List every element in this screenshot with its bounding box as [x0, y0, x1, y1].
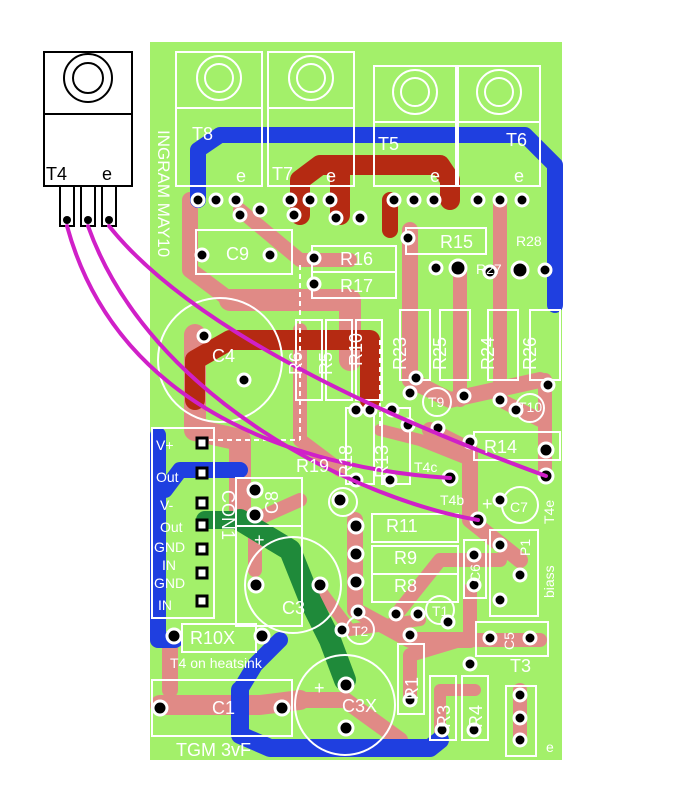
label-r16: R16	[340, 249, 373, 269]
label-r28: R28	[516, 233, 542, 249]
label-r10: R10	[346, 333, 366, 366]
t4-emitter-label: e	[102, 164, 112, 184]
label-c4: C4	[212, 346, 235, 366]
label-r1: R1	[402, 677, 422, 700]
label-e-t5: e	[430, 166, 440, 186]
label-r17: R17	[340, 276, 373, 296]
label-r19: R19	[296, 456, 329, 476]
label-c3: C3	[282, 598, 305, 618]
con-pin-7: GND	[154, 575, 185, 591]
con-pin-2: Out	[156, 469, 179, 485]
label-c7-plus: +	[482, 494, 493, 514]
label-t3: T3	[510, 656, 531, 676]
transistor-t4: T4 e	[43, 51, 133, 227]
label-c3x-plus: +	[314, 678, 325, 698]
t4-label: T4	[46, 164, 67, 184]
pads	[151, 192, 556, 748]
con-pin-1: V+	[156, 437, 174, 453]
heatsink-note: T4 on heatsink	[170, 655, 263, 671]
label-t4c: T4c	[414, 459, 437, 475]
con-pin-5: GND	[154, 539, 185, 555]
label-r9: R9	[394, 548, 417, 568]
board-title-vertical: INGRAM MAY10	[154, 130, 173, 257]
labels: T8 T7 T5 T6 e e e e INGRAM MAY10 C9 R16 …	[154, 124, 557, 760]
label-c7: C7	[510, 499, 528, 515]
label-r18: R18	[336, 445, 356, 478]
label-t4e: T4e	[541, 500, 557, 524]
con-pin-3: V-	[160, 497, 174, 513]
label-e-t8: e	[236, 166, 246, 186]
label-r3: R3	[434, 705, 454, 728]
con-pin-4: Out	[160, 519, 183, 535]
label-r25: R25	[430, 337, 450, 370]
label-r13: R13	[372, 445, 392, 478]
label-con1: CON1	[218, 490, 238, 540]
label-e-t7: e	[326, 166, 336, 186]
green-traces	[196, 509, 356, 691]
label-r23: R23	[390, 337, 410, 370]
label-r5: R5	[316, 352, 336, 375]
label-c5: C5	[501, 632, 517, 650]
label-t2: T2	[352, 623, 369, 639]
power-transistors	[175, 51, 541, 187]
label-biass: biass	[541, 565, 557, 598]
label-c1: C1	[212, 698, 235, 718]
label-c3-plus: +	[254, 530, 265, 550]
label-r14: R14	[484, 437, 517, 457]
label-t1: T1	[432, 603, 449, 619]
dashed-jumpers	[200, 265, 381, 441]
label-t9: T9	[428, 394, 445, 410]
label-r10x: R10X	[190, 628, 235, 648]
label-e-t6: e	[514, 166, 524, 186]
label-r11: R11	[386, 516, 418, 536]
label-r27: R27	[476, 261, 502, 277]
label-r8: R8	[394, 576, 417, 596]
label-t6: T6	[506, 130, 527, 150]
con-pin-8: IN	[158, 597, 172, 613]
label-c8: C8	[262, 491, 282, 514]
t4-wires	[65, 224, 548, 522]
label-r24: R24	[478, 337, 498, 370]
label-t7: T7	[272, 164, 293, 184]
label-c6: C6	[467, 564, 483, 582]
label-r6: R6	[286, 352, 306, 375]
label-r15: R15	[440, 232, 473, 252]
label-e-t3: e	[546, 739, 554, 755]
label-p1: P1	[517, 539, 533, 556]
label-t4b: T4b	[440, 492, 464, 508]
label-t8: T8	[192, 124, 213, 144]
label-t10: T10	[518, 399, 542, 415]
label-c9: C9	[226, 244, 249, 264]
bottom-label: TGM 3vF	[176, 740, 251, 760]
label-t5: T5	[378, 134, 399, 154]
con-pin-6: IN	[162, 557, 176, 573]
label-c3x: C3X	[342, 696, 377, 716]
label-r4: R4	[466, 705, 486, 728]
label-r26: R26	[520, 337, 540, 370]
